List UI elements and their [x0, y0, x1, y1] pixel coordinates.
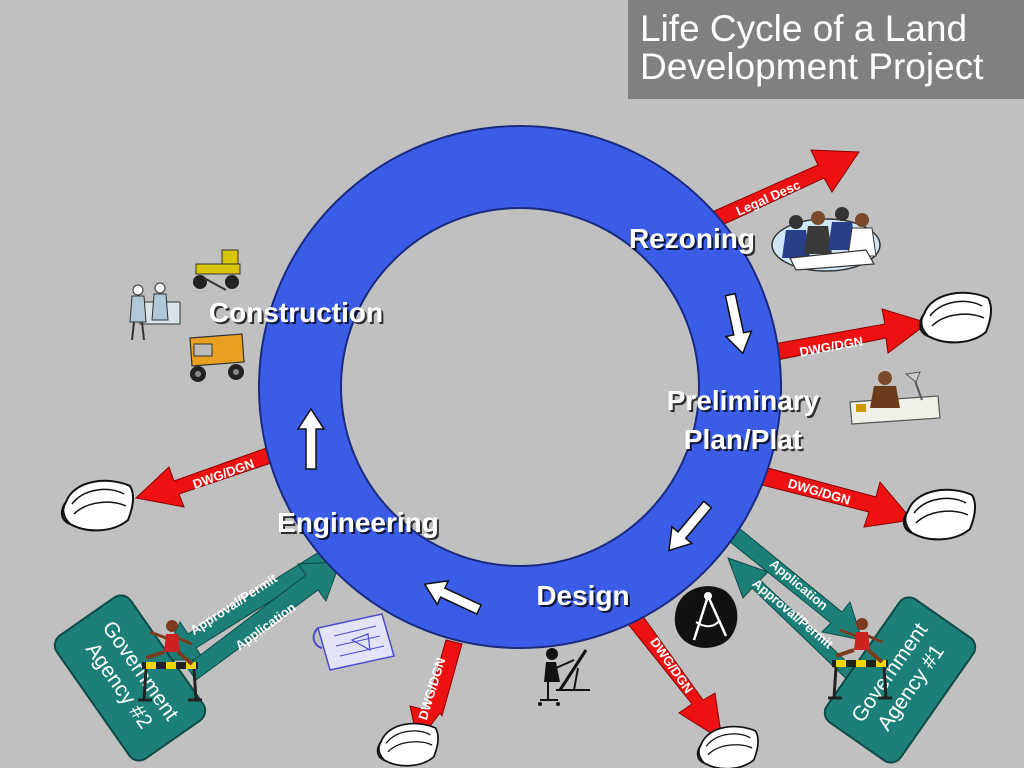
- drafter-desk-icon: [849, 371, 941, 425]
- construction-label: Construction: [209, 297, 383, 328]
- svg-text:Construction: Construction: [211, 299, 385, 330]
- stage-construction: Construction Construction: [209, 297, 385, 330]
- dwg-dgn-label-2: DWG/DGN: [786, 476, 852, 508]
- preliminary-label: Preliminary: [667, 385, 820, 416]
- cycle-ring: [260, 127, 780, 647]
- survey-team-icon: [771, 207, 881, 272]
- arrow-dwg-dgn-rezoning: DWG/DGN: [773, 308, 930, 361]
- arrow-dwg-dgn-engineering: DWG/DGN: [134, 445, 278, 508]
- document-scroll-icon: [902, 488, 977, 541]
- dwg-dgn-label-3: DWG/DGN: [191, 456, 257, 492]
- stage-design: Design Design: [536, 580, 631, 613]
- stage-engineering: Engineering Engineering: [277, 507, 441, 540]
- blueprint-icon: [312, 613, 395, 671]
- svg-text:Preliminary: Preliminary: [669, 387, 822, 418]
- drafting-table-icon: [538, 648, 590, 706]
- svg-text:Engineering: Engineering: [279, 509, 441, 540]
- workers-icon: [129, 282, 181, 341]
- arrow-dwg-dgn-design-left: DWG/DGN: [409, 639, 463, 744]
- document-scroll-icon: [918, 291, 993, 344]
- dwg-dgn-label-5: DWG/DGN: [647, 635, 696, 696]
- dump-truck-icon: [189, 333, 245, 382]
- document-scroll-icon: [696, 725, 759, 768]
- arrow-dwg-dgn-preliminary: DWG/DGN: [757, 466, 913, 528]
- government-agency-2-box: Government Agency #2: [53, 594, 207, 762]
- grader-icon: [193, 249, 241, 291]
- government-agency-1-box: Government Agency #1: [823, 596, 977, 764]
- engineering-label: Engineering: [277, 507, 439, 538]
- svg-text:Plan/Plat: Plan/Plat: [686, 426, 804, 457]
- flow-arrow-preliminary-to-design: [668, 500, 713, 552]
- stage-preliminary-plat: Preliminary Preliminary Plan/Plat Plan/P…: [667, 385, 822, 457]
- flow-arrow-rezoning-to-preliminary: [724, 292, 753, 355]
- flow-arrow-engineering-to-construction: [296, 407, 326, 470]
- title-line-1: Life Cycle of a Land: [640, 8, 968, 49]
- rezoning-label: Rezoning: [629, 223, 755, 254]
- title-box: Life Cycle of a Land Development Project: [628, 0, 1024, 99]
- document-scroll-icon: [376, 722, 439, 767]
- document-scroll-icon: [60, 479, 135, 532]
- flow-arrow-design-to-engineering: [423, 579, 483, 616]
- compass-icon: [674, 586, 738, 648]
- design-label: Design: [536, 580, 629, 611]
- stage-rezoning: Rezoning Rezoning: [629, 223, 757, 256]
- plan-plat-label: Plan/Plat: [684, 424, 802, 455]
- svg-text:Design: Design: [538, 582, 631, 613]
- svg-text:Rezoning: Rezoning: [631, 225, 757, 256]
- title-line-2: Development Project: [640, 46, 984, 87]
